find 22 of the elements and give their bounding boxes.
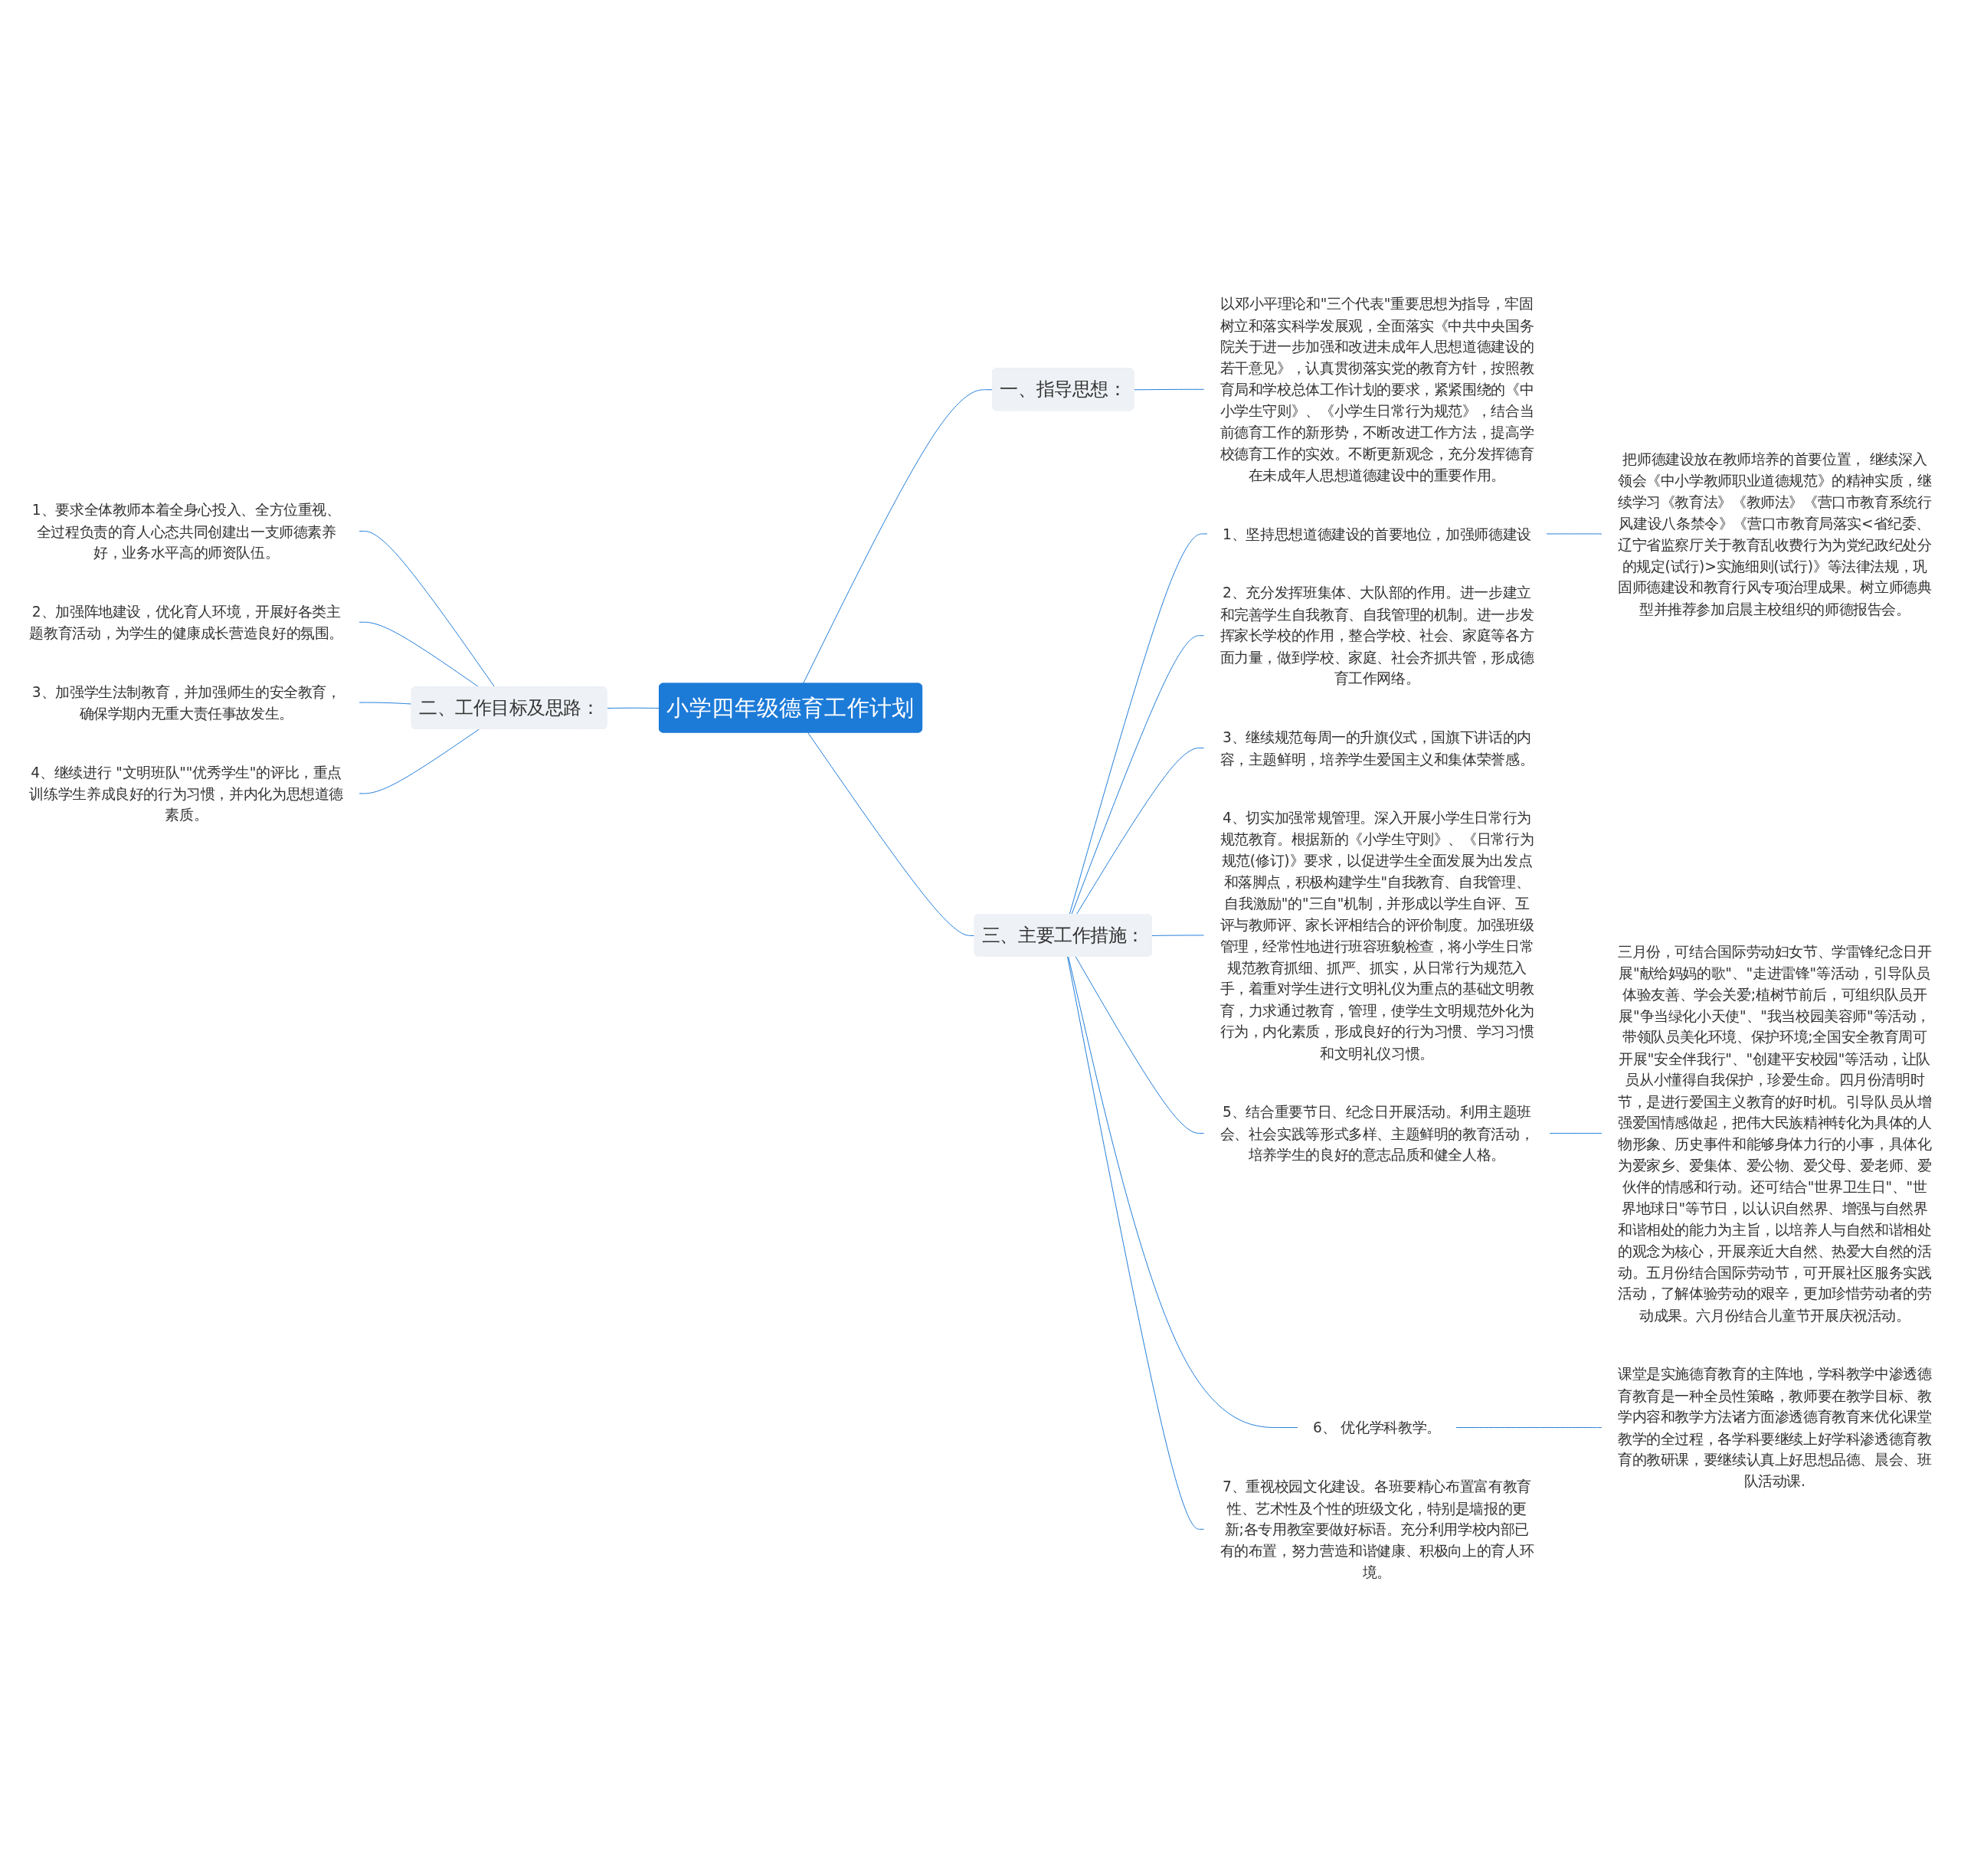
connector	[802, 389, 994, 685]
connector	[1067, 956, 1205, 1530]
connector	[1075, 748, 1205, 915]
connector	[358, 728, 480, 794]
connector	[1151, 935, 1205, 937]
connector	[1069, 533, 1208, 915]
connector	[358, 621, 480, 688]
topic-text: 3、继续规范每周一的升旗仪式，国旗下讲话的内容，主题鲜明，培养学生爱国主义和集体荣誉感。	[1203, 719, 1550, 778]
branch-topic: 二、工作目标及思路：	[411, 686, 607, 730]
branch-topic: 三、主要工作措施：	[974, 914, 1152, 957]
connector	[807, 732, 976, 937]
central-topic: 小学四年级德育工作计划	[659, 683, 923, 733]
connector	[358, 702, 413, 705]
connector	[1549, 1133, 1603, 1134]
connector	[1071, 635, 1205, 915]
connector	[1133, 388, 1205, 391]
connector	[607, 707, 660, 709]
connector	[1068, 956, 1298, 1429]
connector	[358, 531, 496, 688]
connector	[1075, 956, 1205, 1134]
connector	[1455, 1427, 1603, 1429]
branch-topic: 一、指导思想：	[992, 368, 1134, 411]
